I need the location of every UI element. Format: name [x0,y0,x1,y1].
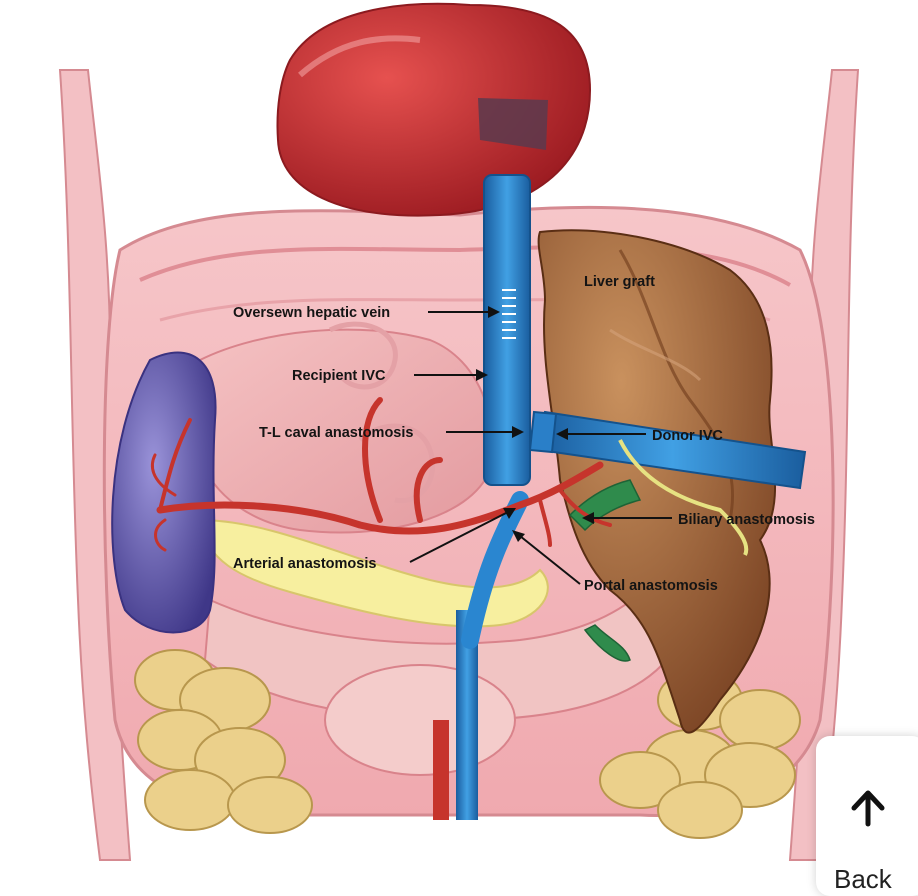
liver-graft-label: Liver graft [584,274,655,290]
pancreas-body [198,518,549,628]
recipient-ivc-label: Recipient IVC [292,368,386,384]
portal-vein [461,491,529,649]
biliary-anastomosis-label: Biliary anastomosis [678,512,815,528]
portal-anastomosis-arrow [519,535,581,585]
back-to-top-button[interactable]: Back [816,736,918,896]
common-bile-duct [583,624,631,662]
donor-ivc-cuff [528,410,558,454]
descending-aorta [433,720,449,820]
portal-anastomosis-label: Portal anastomosis [584,578,718,594]
back-button-label: Back [834,864,892,894]
oversewn-sutures [502,289,516,339]
intestines-left [134,649,313,834]
biliary-network [618,439,749,556]
up-arrow-icon [851,790,885,827]
small-bowel-loop [328,321,398,390]
lower-ivc [456,610,478,820]
oversewn-hepatic-vein-label: Oversewn hepatic vein [233,305,390,321]
donor-ivc-label: Donor IVC [652,428,723,444]
arterial-anastomosis-arrow [409,511,509,563]
heart [276,2,592,217]
tl-caval-anastomosis-label: T-L caval anastomosis [259,425,413,441]
arterial-anastomosis-label: Arterial anastomosis [233,556,376,572]
hepatic-artery [151,397,612,552]
